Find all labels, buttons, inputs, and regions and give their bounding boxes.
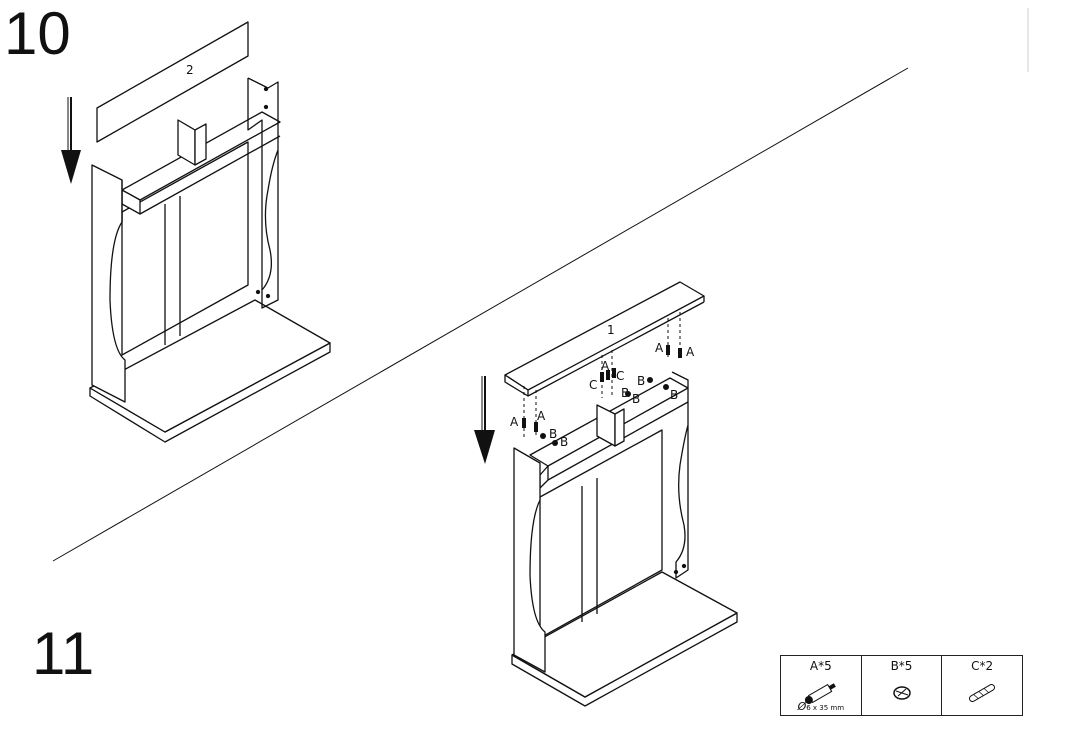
svg-text:C: C (616, 369, 624, 383)
svg-text:A: A (510, 415, 519, 429)
panel-2: 2 (96, 21, 249, 143)
cam-lock-icon (892, 686, 911, 700)
svg-text:1: 1 (607, 323, 615, 337)
part-label: C*2 (971, 659, 994, 673)
svg-text:2: 2 (186, 63, 194, 77)
svg-text:C: C (589, 378, 597, 392)
svg-text:B: B (670, 388, 678, 402)
svg-text:A: A (655, 341, 664, 355)
part-label: B*5 (890, 659, 913, 673)
svg-text:B: B (560, 435, 568, 449)
svg-text:B: B (637, 374, 645, 388)
part-cell-a: A*5 Ø6 x 35 mm (781, 656, 861, 715)
part-cell-c: C*2 (941, 656, 1022, 715)
hardware-parts-table: A*5 Ø6 x 35 mm B*5 C*2 (780, 655, 1023, 716)
svg-text:A: A (686, 345, 695, 359)
down-arrow-icon (61, 97, 81, 184)
step-divider-line (52, 67, 909, 562)
part-note: Ø6 x 35 mm (797, 700, 845, 713)
cam-bolt-icon (804, 683, 836, 704)
step-number-11: 11 (32, 620, 95, 687)
panel-1: 1 (504, 281, 705, 397)
svg-text:A: A (537, 409, 546, 423)
step-number-10: 10 (4, 0, 71, 67)
wood-dowel-icon (969, 684, 996, 702)
svg-text:B: B (621, 386, 629, 400)
down-arrow-icon (474, 376, 495, 464)
svg-text:B: B (632, 392, 640, 406)
svg-text:A: A (601, 359, 610, 373)
part-label: A*5 (809, 659, 832, 673)
svg-text:B: B (549, 427, 557, 441)
step-11-assembly: 1 (474, 281, 738, 707)
part-cell-b: B*5 (860, 656, 942, 715)
step-10-assembly: 2 (61, 21, 331, 443)
